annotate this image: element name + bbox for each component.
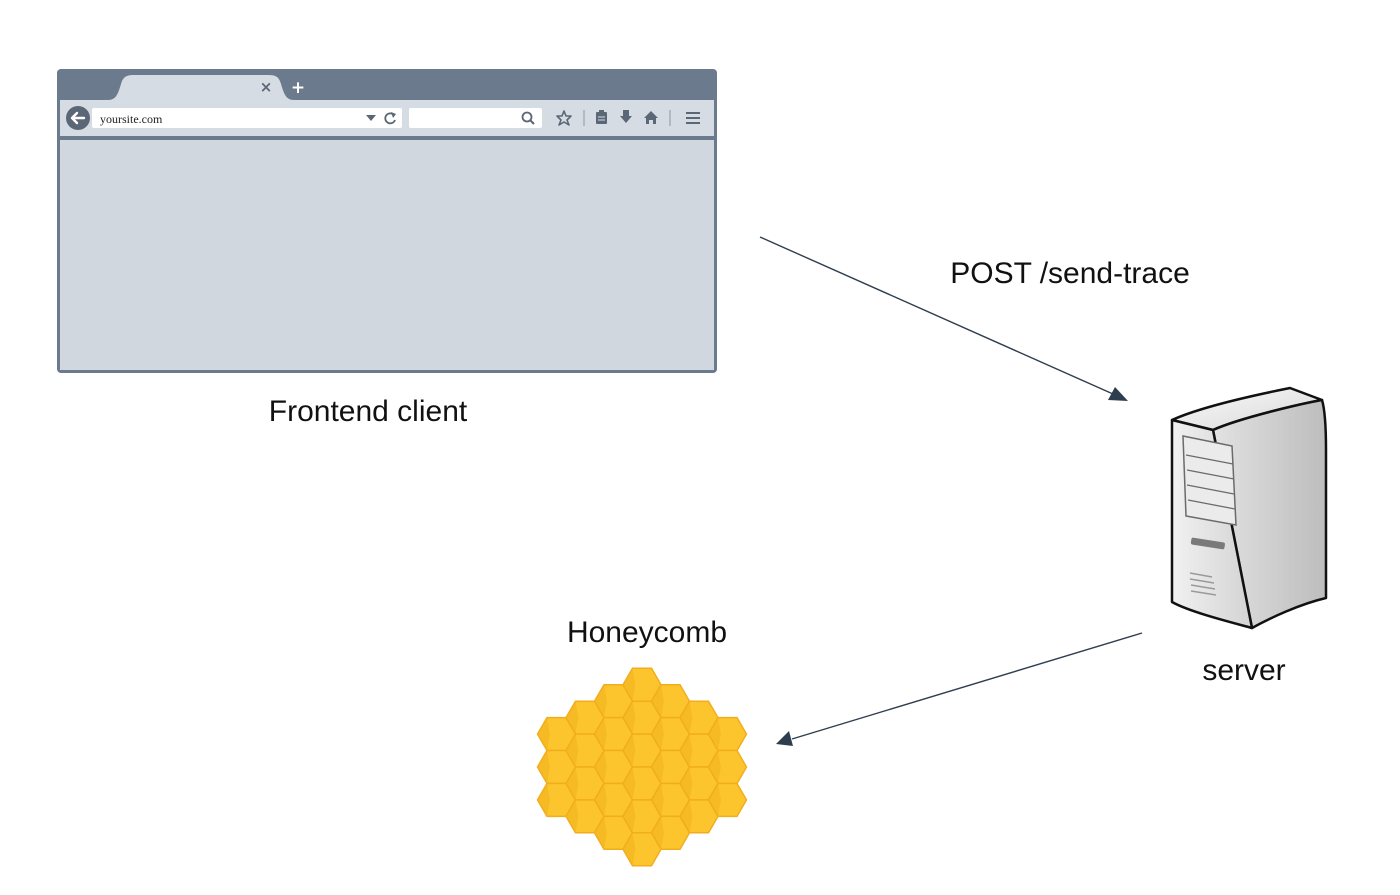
honeycomb-cell-shade bbox=[651, 684, 664, 718]
request-arrow bbox=[759, 236, 1128, 401]
honeycomb-cell-shade bbox=[594, 783, 607, 817]
honeycomb-cell-shade bbox=[651, 783, 664, 817]
honeycomb-cell-shade bbox=[708, 717, 721, 751]
server-drive-slot bbox=[1185, 454, 1234, 465]
server-icon bbox=[1170, 386, 1328, 630]
back-arrow-icon bbox=[70, 111, 86, 125]
server-drive-slot bbox=[1187, 499, 1236, 510]
dropdown-icon[interactable] bbox=[366, 115, 376, 121]
server-label: server bbox=[1202, 654, 1285, 687]
address-bar[interactable] bbox=[92, 108, 402, 128]
honeycomb-cell-shade bbox=[566, 767, 579, 800]
reload-icon-head bbox=[391, 112, 396, 118]
search-icon[interactable] bbox=[521, 111, 533, 123]
honeycomb-cell-shade bbox=[708, 750, 721, 784]
honeycomb-cell-shade bbox=[680, 701, 693, 735]
address-bar-url: yoursite.com bbox=[100, 112, 163, 126]
tab-close-icon[interactable]: × bbox=[260, 78, 273, 96]
server-drive-slot bbox=[1186, 469, 1235, 480]
honeycomb-cell-shade bbox=[651, 750, 664, 784]
export-arrow bbox=[776, 632, 1143, 746]
home-icon[interactable] bbox=[644, 111, 658, 124]
request-label: POST /send-trace bbox=[950, 257, 1190, 290]
honeycomb-cell-shade bbox=[680, 799, 693, 833]
honeycomb-cell-shade bbox=[680, 767, 693, 800]
menu-icon[interactable] bbox=[686, 112, 700, 124]
honeycomb-cell-shade bbox=[708, 783, 721, 817]
honeycomb-cell-shade bbox=[623, 734, 636, 767]
search-field[interactable] bbox=[409, 108, 542, 128]
browser-tab[interactable] bbox=[108, 75, 294, 100]
server-vents bbox=[1189, 572, 1217, 596]
honeycomb-cell-shade bbox=[623, 832, 636, 866]
honeycomb-cell-shade bbox=[623, 701, 636, 735]
honeycomb-logo bbox=[536, 667, 748, 867]
server-drive-slot bbox=[1186, 484, 1235, 495]
honeycomb-cell-shade bbox=[566, 799, 579, 833]
honeycomb-cell-shade bbox=[566, 701, 579, 735]
honeycomb-cell-shade bbox=[594, 750, 607, 784]
honeycomb-cell-shade bbox=[537, 783, 550, 817]
honeycomb-cell-shade bbox=[651, 816, 664, 850]
honeycomb-cell-shade bbox=[537, 750, 550, 784]
honeycomb-cell-shade bbox=[623, 668, 636, 702]
honeycomb-cell-shade bbox=[623, 799, 636, 833]
honeycomb-cell-shade bbox=[651, 717, 664, 751]
honeycomb-cell-shade bbox=[537, 717, 550, 751]
frontend-label: Frontend client bbox=[269, 395, 468, 428]
new-tab-icon[interactable]: + bbox=[291, 78, 305, 98]
honeycomb-cell-shade bbox=[680, 734, 693, 767]
honeycomb-cell-shade bbox=[594, 816, 607, 850]
honeycomb-cell-shade bbox=[566, 734, 579, 767]
honeycomb-cell-shade bbox=[594, 717, 607, 751]
download-icon[interactable] bbox=[620, 110, 632, 123]
browser-window: × + yoursite.com bbox=[57, 69, 717, 373]
honeycomb-cell-shade bbox=[594, 684, 607, 718]
search-icon-handle bbox=[529, 119, 535, 125]
star-icon[interactable] bbox=[556, 110, 572, 126]
clipboard-icon-clip bbox=[599, 110, 604, 113]
clipboard-icon[interactable] bbox=[596, 112, 607, 124]
honeycomb-cell-shade bbox=[623, 767, 636, 800]
server-drive-panel bbox=[1182, 435, 1237, 526]
honeycomb-label: Honeycomb bbox=[567, 616, 727, 649]
reload-icon[interactable] bbox=[384, 112, 396, 125]
browser-content bbox=[60, 140, 714, 370]
server-power-slot bbox=[1190, 537, 1225, 550]
